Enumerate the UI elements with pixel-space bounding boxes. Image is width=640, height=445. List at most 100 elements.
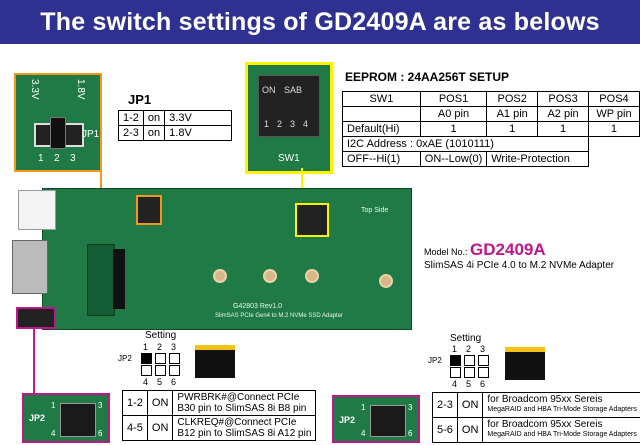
left-desc-line2: B12 pin to SlimSAS 8i A12 pin [177, 428, 312, 439]
left-desc-line1: CLKREQ#@Connect PCIe [177, 417, 297, 428]
table-row: A0 pin A1 pin A2 pin WP pin [342, 106, 640, 122]
jp1-photo-label-1v8: 1.8V [75, 79, 86, 100]
model-prefix: Model No.: [424, 247, 471, 257]
sw1-num-4: 4 [303, 119, 309, 129]
left-pins-cell: 4-5 [122, 415, 148, 441]
eeprom-default-cell: Default(Hi) [342, 121, 421, 137]
mount-hole-2 [263, 269, 277, 283]
board-desc-label: SlimSAS PCIe Gen4 to M.2 NVMe SSD Adapte… [215, 313, 344, 319]
jp1-voltage-cell: 3.3V [164, 110, 233, 126]
eeprom-pin-cell: WP pin [587, 106, 640, 122]
jp1-photo: 3.3V 1.8V JP1 1 2 3 [14, 73, 102, 172]
right-setting-table: 2-3 ON for Broadcom 95xx Sereis MegaRAID… [432, 392, 640, 443]
left-state-cell: ON [146, 415, 174, 441]
eeprom-pin-cell: A1 pin [486, 106, 539, 122]
eeprom-i2c-cell: I2C Address : 0xAE (1010111) [342, 136, 589, 152]
right-desc-line2: MegaRAID and HBA Tri-Mode Storage Adapte… [487, 406, 637, 413]
pin-num: 3 [480, 344, 486, 354]
table-row: SW1 POS1 POS2 POS3 POS4 [342, 91, 640, 107]
right-desc-line2: MegaRAID and HBA Tri-Mode Storage Adapte… [487, 431, 637, 438]
jp2-photo-num: 1 [361, 403, 366, 412]
left-pin-diagram: 1 2 3 4 5 6 [137, 342, 181, 387]
eeprom-header-cell: POS4 [587, 91, 640, 107]
eeprom-table: SW1 POS1 POS2 POS3 POS4 A0 pin A1 pin A2… [342, 91, 640, 167]
right-pins-cell: 5-6 [432, 417, 458, 443]
jp1-table: 1-2 on 3.3V 2-3 on 1.8V [118, 110, 233, 141]
sw1-on-label: ON [262, 85, 276, 95]
table-row: 1-2 ON PWRBRK#@Connect PCIe B30 pin to S… [122, 390, 317, 416]
jp2-on-board [16, 307, 56, 329]
pin-num: 6 [171, 377, 177, 387]
board-rev-label: G42803 Rev1.0 [233, 303, 283, 310]
jp1-photo-label-jp: JP1 [82, 129, 100, 140]
table-row: I2C Address : 0xAE (1010111) [342, 136, 640, 152]
top-side-label: Top Side [361, 207, 389, 214]
mount-hole-3 [305, 269, 319, 283]
eeprom-legend-wp: Write-Protection [486, 151, 589, 167]
jp1-pin3-label: 3 [70, 153, 76, 164]
mount-hole-4 [379, 274, 393, 288]
pin [155, 353, 166, 364]
left-desc-line1: PWRBRK#@Connect PCIe [177, 392, 300, 403]
left-pins-cell: 1-2 [122, 390, 148, 416]
eeprom-header-cell: POS3 [537, 91, 589, 107]
jp2-photo-num: 3 [408, 403, 413, 412]
pin-num: 5 [157, 377, 163, 387]
jp1-jumper-cap [50, 117, 66, 149]
eeprom-default-cell: 1 [587, 121, 640, 137]
pin [450, 367, 461, 378]
pin-num: 2 [157, 342, 163, 352]
pin-num: 6 [480, 379, 486, 389]
pin-num: 3 [171, 342, 177, 352]
pin [141, 365, 152, 376]
model-label: Model No.: GD2409A [424, 240, 546, 260]
pin [478, 355, 489, 366]
table-row: Default(Hi) 1 1 1 1 [342, 121, 640, 137]
eeprom-title: EEPROM : 24AA256T SETUP [345, 70, 510, 84]
jp1-state-cell: on [142, 125, 166, 141]
eeprom-pin-cell: A2 pin [537, 106, 589, 122]
eeprom-default-cell: 1 [486, 121, 539, 137]
right-pins-cell: 2-3 [432, 392, 458, 418]
table-row: OFF--Hi(1) ON--Low(0) Write-Protection [342, 151, 640, 167]
eeprom-header-cell: SW1 [342, 91, 421, 107]
right-desc-cell: for Broadcom 95xx Sereis MegaRAID and HB… [482, 417, 640, 443]
right-desc-line1: for Broadcom 95xx Sereis [487, 394, 603, 405]
jp2-photo-label: JP2 [339, 415, 356, 425]
left-jumper-3d [195, 345, 235, 378]
jp2-photo-num: 4 [51, 429, 56, 438]
jp2-photo-right: JP2 1 4 3 6 [332, 395, 420, 443]
adapter-board: Top Side G42803 Rev1.0 SlimSAS PCIe Gen4… [42, 188, 412, 330]
sw1-dip-body [258, 75, 320, 137]
eeprom-header-cell: POS1 [419, 91, 488, 107]
pin-num: 2 [466, 344, 472, 354]
eeprom-default-cell: 1 [537, 121, 589, 137]
eeprom-pin-cell: A0 pin [419, 106, 488, 122]
table-row: 4-5 ON CLKREQ#@Connect PCIe B12 pin to S… [122, 415, 317, 441]
jp1-pins-cell: 2-3 [118, 125, 144, 141]
sw1-num-3: 3 [290, 119, 296, 129]
pin [155, 365, 166, 376]
page-banner-title: The switch settings of GD2409A are as be… [0, 0, 640, 44]
left-setting-table: 1-2 ON PWRBRK#@Connect PCIe B30 pin to S… [122, 390, 317, 441]
right-jp2-label: JP2 [428, 356, 442, 365]
pin [464, 355, 475, 366]
jp1-pin1-label: 1 [38, 153, 44, 164]
jp2-photo-num: 3 [98, 401, 103, 410]
right-desc-line1: for Broadcom 95xx Sereis [487, 419, 603, 430]
pin-num: 4 [143, 377, 149, 387]
sw1-callout-line [301, 168, 303, 190]
jp1-on-board [136, 195, 162, 225]
jp2-photo-num: 1 [51, 401, 56, 410]
table-row: 2-3 ON for Broadcom 95xx Sereis MegaRAID… [432, 392, 640, 418]
left-jp2-label: JP2 [118, 354, 132, 363]
pin-num: 4 [452, 379, 458, 389]
jp2-photo-num: 6 [408, 429, 413, 438]
model-name: GD2409A [470, 240, 546, 259]
slimsas-connector [12, 240, 48, 294]
right-setting-title: Setting [450, 333, 482, 344]
right-state-cell: ON [456, 392, 484, 418]
jp1-voltage-cell: 1.8V [164, 125, 233, 141]
jp2-photo-header [60, 403, 96, 437]
eeprom-legend-on: ON--Low(0) [419, 151, 488, 167]
